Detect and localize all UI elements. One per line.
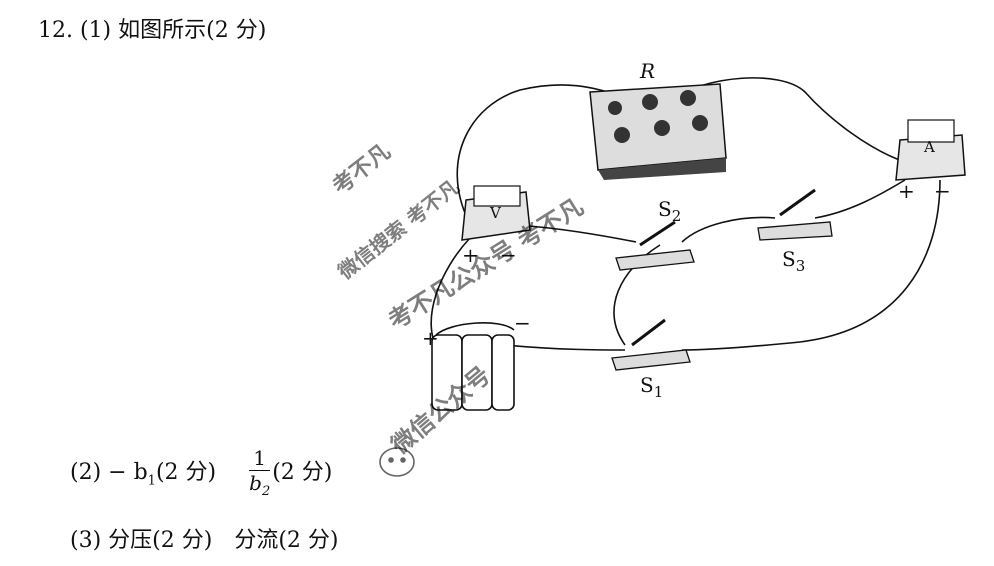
ammeter-plus: + xyxy=(898,179,915,203)
wechat-icon xyxy=(379,447,415,477)
ammeter: A + − xyxy=(895,119,966,203)
fraction-score: (2 分) xyxy=(272,460,333,485)
battery-minus: − xyxy=(514,311,531,335)
voltmeter: V + − xyxy=(461,185,531,267)
switch-s1: S1 xyxy=(611,318,691,401)
s1-label: S1 xyxy=(640,373,663,401)
resistance-box: R xyxy=(589,59,727,180)
resistor-label: R xyxy=(639,59,655,83)
watermark: 考不凡 微信搜索 考不凡 考不凡公众号 考不凡 微信公众号 xyxy=(328,139,588,477)
voltmeter-plus: + xyxy=(462,243,479,267)
voltmeter-label: V xyxy=(489,204,502,222)
ammeter-minus: − xyxy=(934,179,951,203)
battery-plus: + xyxy=(422,326,439,350)
ammeter-label: A xyxy=(923,138,935,156)
part2-answer: (2) − b1(2 分) xyxy=(70,460,217,489)
question-part3: (3) 分压(2 分) 分流(2 分) xyxy=(70,522,339,554)
question-part2: (2) − b1(2 分) 1 b2 (2 分) xyxy=(70,448,332,498)
question-title: 12. (1) 如图所示(2 分) xyxy=(38,18,267,43)
s3-label: S3 xyxy=(782,247,805,275)
s2-label: S2 xyxy=(658,197,681,225)
switch-s2: S2 xyxy=(615,197,695,271)
part3-answer-b: 分流(2 分) xyxy=(234,528,339,553)
battery-pack: + − xyxy=(422,311,531,411)
voltmeter-minus: − xyxy=(500,243,517,267)
watermark-1: 考不凡 xyxy=(328,139,395,199)
switch-s3: S3 xyxy=(757,188,833,275)
part3-answer-a: (3) 分压(2 分) xyxy=(70,528,213,553)
fraction: 1 b2 xyxy=(249,446,271,499)
